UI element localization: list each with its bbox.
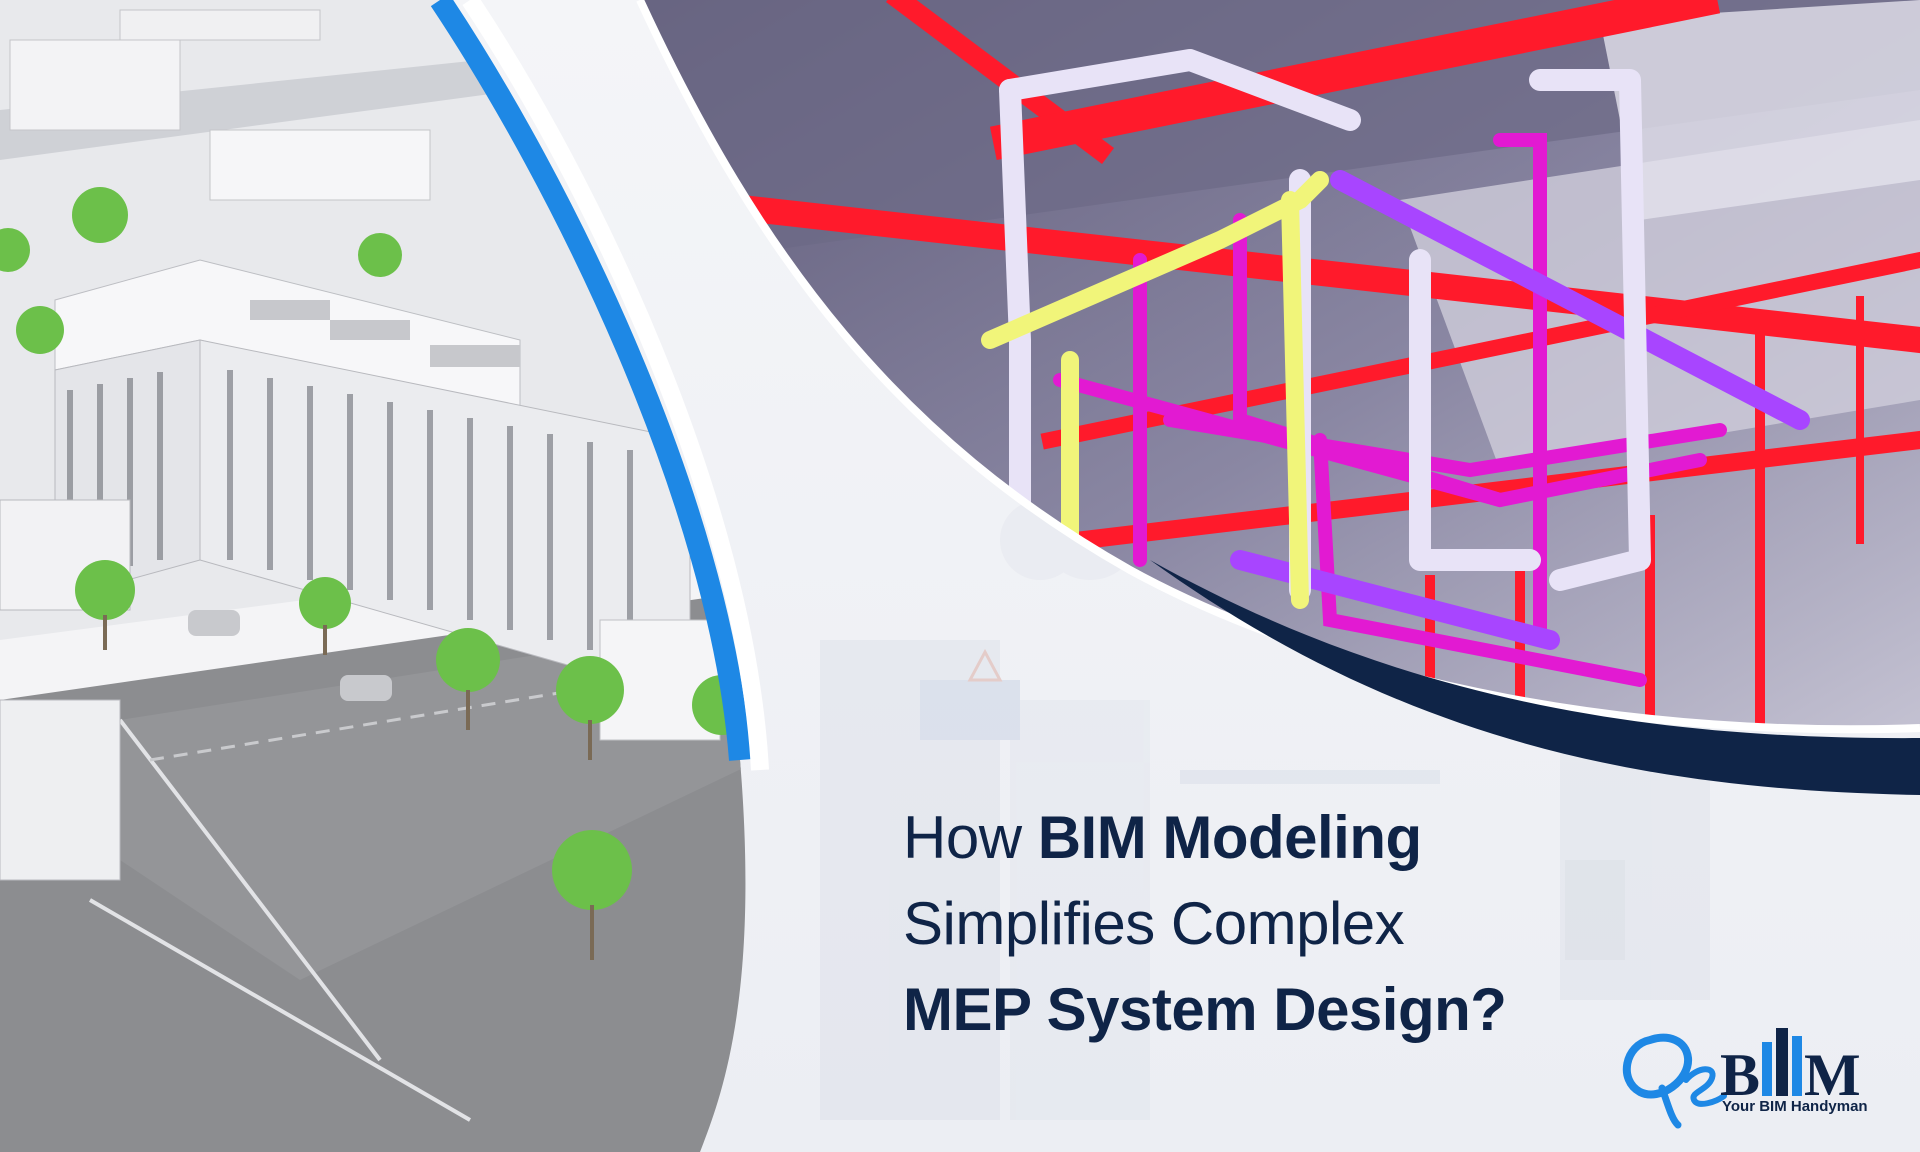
brand-logo: B M [1622, 1028, 1861, 1129]
brand-tagline: Your BIM Handyman [1722, 1098, 1868, 1115]
svg-text:M: M [1804, 1042, 1861, 1108]
svg-text:B: B [1720, 1042, 1760, 1108]
mep-pipe-render [640, 0, 1920, 730]
headline-line-1-regular: How [903, 804, 1038, 871]
blue-curve-accent [430, 0, 751, 761]
navy-curve-accent [1150, 560, 1920, 795]
headline: How BIM Modeling Simplifies Complex MEP … [903, 795, 1663, 1053]
headline-line-1: How BIM Modeling [903, 795, 1663, 881]
headline-line-2: Simplifies Complex [903, 890, 1405, 957]
headline-line-1-bold: BIM Modeling [1037, 804, 1422, 871]
headline-line-3: MEP System Design? [903, 967, 1663, 1053]
headline-line-3-bold: MEP System Design? [903, 976, 1507, 1043]
